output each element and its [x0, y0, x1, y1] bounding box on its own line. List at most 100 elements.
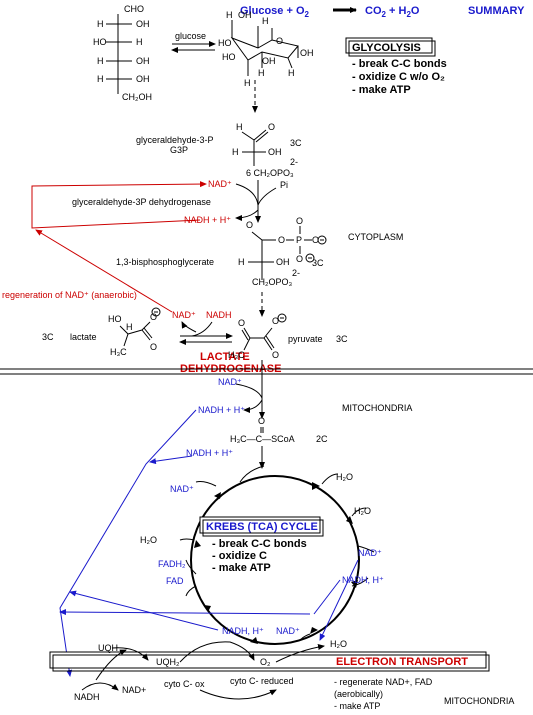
svg-text:O: O — [246, 220, 253, 230]
glucose-ch2oh: CH₂OH — [122, 92, 152, 102]
krebs-box-shadow — [202, 519, 324, 537]
pdh-nad-curve — [235, 383, 263, 399]
summary-title: SUMMARY — [468, 5, 525, 17]
ldh-nad: NAD⁺ — [172, 310, 196, 320]
mitochondria-bottom-label: MITOCHONDRIA — [444, 696, 514, 706]
svg-text:O: O — [272, 350, 279, 360]
svg-text:H₃C: H₃C — [110, 347, 127, 357]
lactate-name: lactate — [70, 332, 97, 342]
glucose-row-4-right: OH — [136, 74, 150, 84]
step1-pi: Pi — [280, 180, 288, 190]
svg-text:OH: OH — [276, 257, 290, 267]
svg-text:2-: 2- — [290, 157, 298, 167]
g3p-name: glyceraldehyde-3-P — [136, 135, 214, 145]
et-point-2: (aerobically) — [334, 689, 383, 699]
et-o2: O₂ — [260, 657, 271, 667]
svg-text:O: O — [276, 36, 283, 46]
step1-pi-curve — [257, 187, 277, 206]
pdh-nadh: NADH + H⁺ — [198, 405, 245, 415]
et-point-3: - make ATP — [334, 701, 380, 711]
summary-equation-left: Glucose + O2 — [240, 5, 310, 19]
lactate-carbons: 3C — [42, 332, 54, 342]
g3p-structure: H O H OH 6 CH₂OPO₃ 2- — [232, 122, 298, 178]
step1-enzyme: glyceraldehyde-3P dehydrogenase — [72, 197, 211, 207]
svg-text:H: H — [258, 68, 265, 78]
krebs-circle — [190, 475, 360, 645]
krebs-nadh-bottom: NADH, H⁺ — [222, 626, 264, 636]
regeneration-arrow — [35, 229, 173, 313]
pdh-nad: NAD⁺ — [218, 377, 242, 387]
pdh-nadh-curve — [243, 399, 263, 413]
svg-text:2-: 2- — [292, 268, 300, 278]
nadh-path-krebs-1 — [59, 609, 311, 616]
g3p-carbons: 3C — [290, 138, 302, 148]
glucose-fischer: CHO H OH HO H H OH H OH CH₂OH — [93, 4, 152, 102]
nadh-path-pdh — [59, 409, 197, 677]
pyruvate-structure: O O O H₃C — [228, 313, 287, 360]
bpg-carbons: 3C — [312, 258, 324, 268]
krebs-box — [199, 516, 321, 534]
krebs-h2o-left: H₂O — [140, 535, 157, 545]
svg-text:H₃C: H₃C — [228, 350, 245, 360]
krebs-title: KREBS (TCA) CYCLE — [206, 521, 318, 533]
ldh-nadh: NADH — [206, 310, 232, 320]
svg-text:H: H — [238, 257, 245, 267]
glucose-row-3-right: OH — [136, 56, 150, 66]
et-point-1: - regenerate NAD+, FAD — [334, 677, 433, 687]
et-curves — [81, 641, 325, 700]
et-nad: NAD+ — [122, 685, 146, 695]
krebs-arrowheads — [194, 482, 358, 644]
et-uqh: UQH — [98, 643, 118, 653]
glycolysis-title: GLYCOLYSIS — [352, 42, 421, 54]
krebs-point-3: - make ATP — [212, 562, 271, 574]
krebs-nadh-right: NADH, H⁺ — [342, 575, 384, 585]
pyruvate-carbons: 3C — [336, 334, 348, 344]
lactate-structure: HO H O O H₃C — [108, 307, 161, 357]
glycolysis-point-1: - break C-C bonds — [352, 58, 447, 70]
regeneration-label: regeneration of NAD⁺ (anaerobic) — [2, 290, 137, 300]
glycolysis-point-2: - oxidize C w/o O₂ — [352, 71, 445, 83]
svg-text:H: H — [244, 78, 251, 88]
svg-text:H: H — [262, 16, 269, 26]
ldh-nadh-curve — [191, 321, 213, 337]
svg-text:OH: OH — [300, 48, 314, 58]
svg-text:O: O — [312, 235, 319, 245]
svg-text:H: H — [126, 322, 133, 332]
svg-text:O: O — [278, 235, 285, 245]
svg-text:H: H — [226, 10, 233, 20]
glucose-row-1-right: OH — [136, 19, 150, 29]
svg-text:P: P — [296, 235, 302, 245]
svg-text:OH: OH — [268, 147, 282, 157]
step1-nadh: NADH + H⁺ — [184, 215, 231, 225]
nadh-path-krebs-2 — [69, 590, 219, 631]
bpg-name: 1,3-bisphosphoglycerate — [116, 257, 214, 267]
svg-text:H: H — [236, 122, 243, 132]
nadh-path-krebs-link — [313, 579, 341, 615]
krebs-nad-left: NAD⁺ — [170, 484, 194, 494]
svg-text:HO: HO — [222, 52, 236, 62]
et-title: ELECTRON TRANSPORT — [336, 656, 468, 668]
krebs-nad-right: NAD⁺ — [358, 548, 382, 558]
svg-text:H: H — [232, 147, 239, 157]
svg-text:O: O — [296, 216, 303, 226]
et-cyto-ox: cyto C- ox — [164, 679, 205, 689]
nadh-path-krebs-top — [149, 455, 193, 465]
svg-text:HO: HO — [218, 38, 232, 48]
mitochondria-top-label: MITOCHONDRIA — [342, 403, 412, 413]
krebs-point-2: - oxidize C — [212, 550, 267, 562]
svg-text:O: O — [238, 318, 245, 328]
acetyl-carbons: 2C — [316, 434, 328, 444]
regeneration-loop — [31, 181, 207, 229]
step1-nad-curve — [235, 183, 259, 206]
step1-nadh-curve — [235, 209, 259, 221]
krebs-nadh-top: NADH + H⁺ — [186, 448, 233, 458]
krebs-point-1: - break C-C bonds — [212, 538, 307, 550]
svg-text:O: O — [272, 316, 279, 326]
krebs-h2o-right: H₂O — [354, 506, 371, 516]
krebs-nad-bottom: NAD⁺ — [276, 626, 300, 636]
glucose-row-1-left: H — [97, 19, 104, 29]
svg-text:O: O — [150, 342, 157, 352]
svg-text:CH₂OPO₃: CH₂OPO₃ — [252, 277, 292, 287]
